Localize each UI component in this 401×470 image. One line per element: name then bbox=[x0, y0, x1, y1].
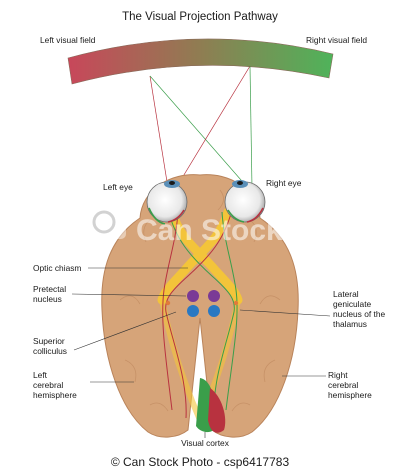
lgn-label-line4: thalamus bbox=[333, 319, 367, 329]
brain-outline bbox=[101, 174, 299, 438]
right-eye bbox=[224, 180, 266, 223]
lgn-label-line1: Lateral bbox=[333, 289, 359, 299]
optic-chiasm-label: Optic chiasm bbox=[33, 263, 81, 273]
left-visual-field-label: Left visual field bbox=[40, 35, 96, 45]
pretectal-nucleus-right bbox=[208, 290, 220, 302]
left-hemisphere-label-line2: cerebral bbox=[33, 380, 63, 390]
brain bbox=[101, 174, 299, 438]
superior-colliculus-right bbox=[208, 305, 220, 317]
right-visual-field-label: Right visual field bbox=[306, 35, 367, 45]
pretectal-nucleus-left bbox=[187, 290, 199, 302]
superior-label-line1: Superior bbox=[33, 336, 65, 346]
light-rays bbox=[149, 65, 253, 189]
right-hemisphere-label-line2: cerebral bbox=[328, 380, 358, 390]
pretectal-label-line2: nucleus bbox=[33, 294, 62, 304]
leader-lines bbox=[71, 267, 331, 383]
superior-colliculus-left bbox=[187, 305, 199, 317]
lgn-dot-right bbox=[233, 300, 239, 306]
lgn-dot-left bbox=[165, 300, 171, 306]
brain-gyri bbox=[119, 189, 281, 412]
left-hemisphere-label-line1: Left bbox=[33, 370, 48, 380]
footer-credit: © Can Stock Photo - csp6417783 bbox=[111, 455, 290, 469]
right-hemisphere-label-line1: Right bbox=[328, 370, 348, 380]
right-hemisphere-label-line3: hemisphere bbox=[328, 390, 372, 400]
lgn-label-line2: geniculate bbox=[333, 299, 372, 309]
diagram-title: The Visual Projection Pathway bbox=[122, 11, 278, 23]
footer-bar bbox=[0, 452, 401, 470]
left-eye-label: Left eye bbox=[103, 182, 133, 192]
lgn-label-line3: nucleus of the bbox=[333, 309, 385, 319]
pretectal-label-line1: Pretectal bbox=[33, 284, 66, 294]
left-eye bbox=[146, 180, 188, 225]
nerve-fibers bbox=[162, 209, 238, 419]
watermark: Can Stock bbox=[82, 205, 283, 247]
visual-cortex-label: Visual cortex bbox=[181, 438, 230, 448]
left-hemisphere-label-line3: hemisphere bbox=[33, 390, 77, 400]
visual-field-arc bbox=[67, 38, 334, 85]
right-eye-label: Right eye bbox=[266, 178, 302, 188]
superior-label-line2: colliculus bbox=[33, 346, 67, 356]
watermark-text: Can Stock bbox=[136, 214, 283, 247]
visual-cortex-right bbox=[208, 388, 226, 433]
